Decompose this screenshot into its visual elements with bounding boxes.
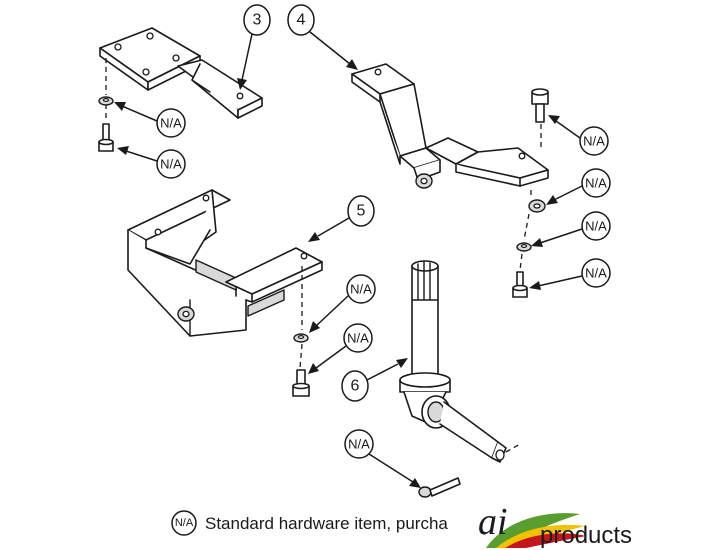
part-4-top-bolt: [531, 88, 549, 123]
footer-note: N/A Standard hardware item, purcha: [171, 510, 448, 536]
part-3-bolt: [98, 123, 114, 152]
brand-logo: ai products: [478, 501, 632, 549]
callout-5-label: 5: [357, 203, 366, 220]
callout-4-label: 4: [297, 12, 306, 29]
callout-na-2: N/A: [117, 146, 186, 179]
part-6-spindle: [399, 260, 521, 463]
callout-na-3-label: N/A: [583, 134, 605, 149]
logo-wordmark: products: [540, 522, 632, 549]
footer-note-text: Standard hardware item, purcha: [205, 514, 448, 533]
callout-na-9: N/A: [344, 429, 421, 488]
part-5-bracket: [127, 189, 323, 369]
callout-na-1: N/A: [114, 102, 186, 138]
callout-6: 6: [341, 358, 408, 402]
part-5-washer: [293, 333, 309, 343]
callout-3-label: 3: [253, 12, 262, 29]
callout-5: 5: [308, 195, 375, 242]
callout-na-1-label: N/A: [160, 116, 182, 131]
callout-na-4-label: N/A: [585, 176, 607, 191]
callout-na-8: N/A: [308, 323, 373, 374]
part-6-pin: [418, 477, 461, 498]
callout-na-9-label: N/A: [348, 437, 370, 452]
callout-6-label: 6: [351, 378, 360, 395]
part-4-washer: [516, 242, 532, 252]
callout-na-7-label: N/A: [350, 282, 372, 297]
callout-na-2-label: N/A: [160, 157, 182, 172]
part-4-bottom-bolt: [512, 271, 528, 298]
part-4-nut: [528, 199, 546, 213]
callout-na-7: N/A: [309, 274, 376, 333]
callout-na-5-label: N/A: [585, 219, 607, 234]
part-5-bolt: [292, 369, 310, 397]
callout-na-6: N/A: [529, 258, 611, 290]
callout-na-5: N/A: [531, 211, 611, 247]
callout-na-6-label: N/A: [585, 266, 607, 281]
callout-na-3: N/A: [548, 115, 609, 156]
part-3-washer: [98, 96, 114, 106]
callout-na-8-label: N/A: [347, 331, 369, 346]
callout-4: 4: [287, 4, 358, 70]
callout-3: 3: [237, 4, 271, 90]
part-3-bracket: [99, 27, 263, 122]
part-4-bracket: [351, 63, 549, 271]
logo-leaf-red: [505, 533, 586, 548]
callout-na-4: N/A: [546, 168, 611, 205]
footer-symbol: N/A: [175, 517, 194, 529]
logo-ai-letters: ai: [478, 501, 508, 543]
